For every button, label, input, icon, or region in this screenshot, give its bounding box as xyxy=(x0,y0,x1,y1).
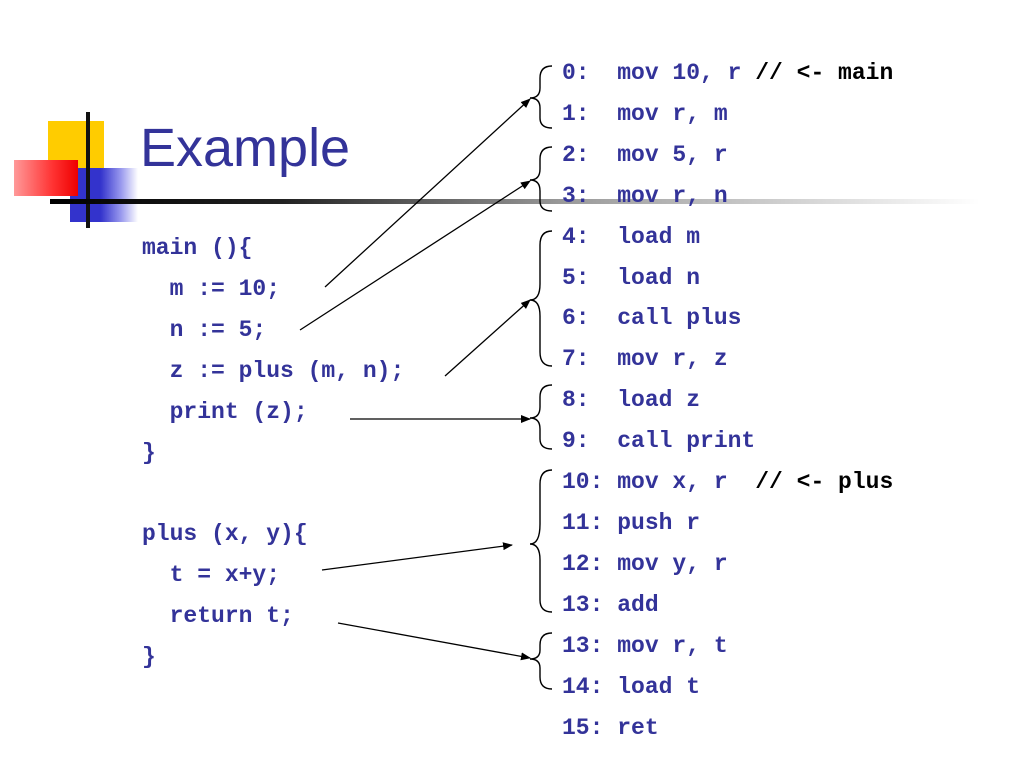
brace-main-z xyxy=(529,230,553,367)
arrow-z-assign xyxy=(444,299,531,377)
assembly-instruction: 13: add xyxy=(562,591,659,618)
assembly-instruction: 10: mov x, r xyxy=(562,469,728,496)
assembly-comment: // <- main xyxy=(741,60,894,86)
assembly-code-block: 0: mov 10, r // <- main 1: mov r, m 2: m… xyxy=(562,53,893,748)
assembly-instruction: 2: mov 5, r xyxy=(562,141,728,168)
assembly-line: 9: call print xyxy=(562,428,755,454)
assembly-line: 8: load z xyxy=(562,387,700,413)
assembly-line: 1: mov r, m xyxy=(562,101,728,127)
source-line: main (){ xyxy=(142,235,253,261)
source-code-block: main (){ m := 10; n := 5; z := plus (m, … xyxy=(142,228,404,678)
assembly-instruction: 15: ret xyxy=(562,714,659,741)
arrow-t-assign xyxy=(321,542,513,571)
source-line: z := plus (m, n); xyxy=(142,357,405,384)
assembly-line: 11: push r xyxy=(562,510,700,536)
assembly-line: 14: load t xyxy=(562,674,700,700)
assembly-instruction: 7: mov r, z xyxy=(562,346,728,373)
assembly-line: 6: call plus xyxy=(562,305,741,331)
assembly-line: 0: mov 10, r // <- main xyxy=(562,60,893,86)
source-line: return t; xyxy=(142,603,294,630)
brace-plus-t xyxy=(529,469,553,613)
assembly-line: 3: mov r, n xyxy=(562,183,728,209)
source-line: } xyxy=(142,644,156,671)
assembly-instruction: 14: load t xyxy=(562,673,701,700)
brace-main-n xyxy=(529,146,553,212)
assembly-instruction: 6: call plus xyxy=(562,305,742,332)
assembly-line: 5: load n xyxy=(562,265,700,291)
brace-main-print xyxy=(529,384,553,450)
arrow-return-t xyxy=(337,622,531,661)
assembly-instruction: 9: call print xyxy=(562,428,756,455)
assembly-line: 7: mov r, z xyxy=(562,346,728,372)
assembly-line: 15: ret xyxy=(562,715,659,741)
assembly-instruction: 5: load n xyxy=(562,264,701,291)
decorative-red-square xyxy=(14,160,78,196)
source-line: print (z); xyxy=(142,398,308,425)
decorative-blue-square xyxy=(70,168,138,222)
assembly-instruction: 4: load m xyxy=(562,223,701,250)
assembly-instruction: 13: mov r, t xyxy=(562,632,728,659)
brace-main-m xyxy=(529,65,553,129)
assembly-line: 12: mov y, r xyxy=(562,551,728,577)
arrow-n-assign xyxy=(299,180,531,331)
source-line: m := 10; xyxy=(142,275,281,302)
arrow-m-assign xyxy=(324,98,531,288)
assembly-line: 10: mov x, r // <- plus xyxy=(562,469,893,495)
decorative-vertical-line xyxy=(86,112,90,228)
assembly-instruction: 3: mov r, n xyxy=(562,182,728,209)
source-line: } xyxy=(142,439,156,466)
assembly-instruction: 1: mov r, m xyxy=(562,100,728,127)
assembly-instruction: 0: mov 10, r xyxy=(562,60,742,86)
brace-plus-return xyxy=(529,632,553,690)
source-line: plus (x, y){ xyxy=(142,521,308,548)
assembly-comment: // <- plus xyxy=(727,469,894,496)
assembly-line: 2: mov 5, r xyxy=(562,142,728,168)
title-underline xyxy=(50,199,980,204)
source-line: t = x+y; xyxy=(142,562,281,589)
assembly-instruction: 11: push r xyxy=(562,509,701,536)
assembly-line: 13: mov r, t xyxy=(562,633,728,659)
assembly-instruction: 8: load z xyxy=(562,387,701,414)
slide-title: Example xyxy=(140,118,351,178)
source-line: n := 5; xyxy=(142,316,267,343)
assembly-instruction: 12: mov y, r xyxy=(562,550,728,577)
assembly-line: 13: add xyxy=(562,592,659,618)
assembly-line: 4: load m xyxy=(562,224,700,250)
